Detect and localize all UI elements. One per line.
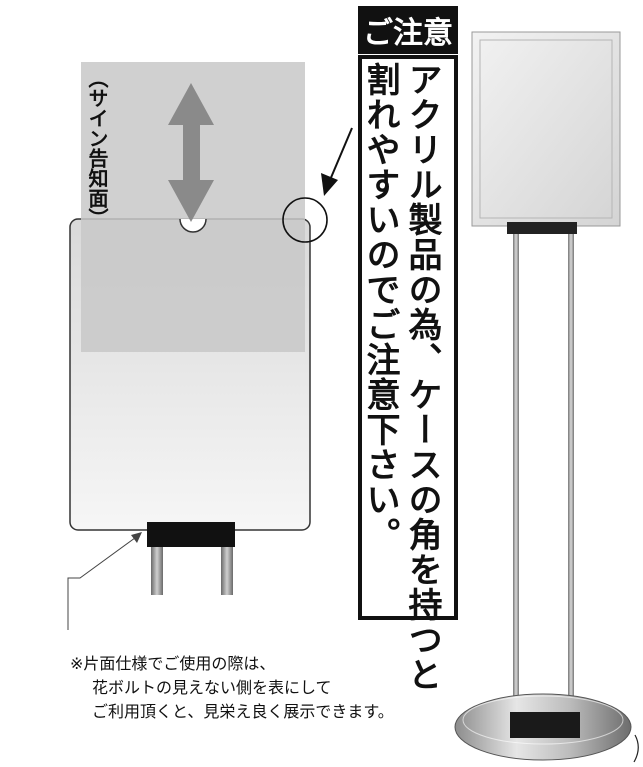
base-bracket [510,712,580,738]
pole-left [151,547,163,595]
corner-highlight-circle [282,197,328,243]
usage-note-line-1: ※片面仕様でご使用の際は、 [70,654,276,673]
pointer-arrow-icon [321,127,353,196]
caution-box [358,55,458,620]
stand-pole-left [513,234,519,714]
note-leader-arrow-icon [131,532,142,543]
panel-bracket [507,222,577,234]
caution-tag: ご注意 [358,6,458,54]
stand-pole-right [568,234,574,714]
caution-text-line-1: アクリル製品の為、ケースの角を持つと [402,62,442,692]
thumb-notch [179,218,207,233]
double-arrow-icon [168,83,214,222]
sign-face-label: （サイン告知面） [85,68,109,228]
display-panel [471,31,621,227]
caution-text-line-2: 割れやすいのでご注意下さい。 [360,62,400,552]
pole-right [221,547,233,595]
usage-note-line-3: ご利用頂くと、見栄え良く展示できます。 [92,702,394,721]
usage-note: ※片面仕様でご使用の際は、 花ボルトの見えない側を表にして ご利用頂くと、見栄え… [70,652,394,724]
bottom-bracket [147,522,235,547]
note-leader-line [67,534,140,630]
usage-note-line-2: 花ボルトの見えない側を表にして [92,678,332,697]
